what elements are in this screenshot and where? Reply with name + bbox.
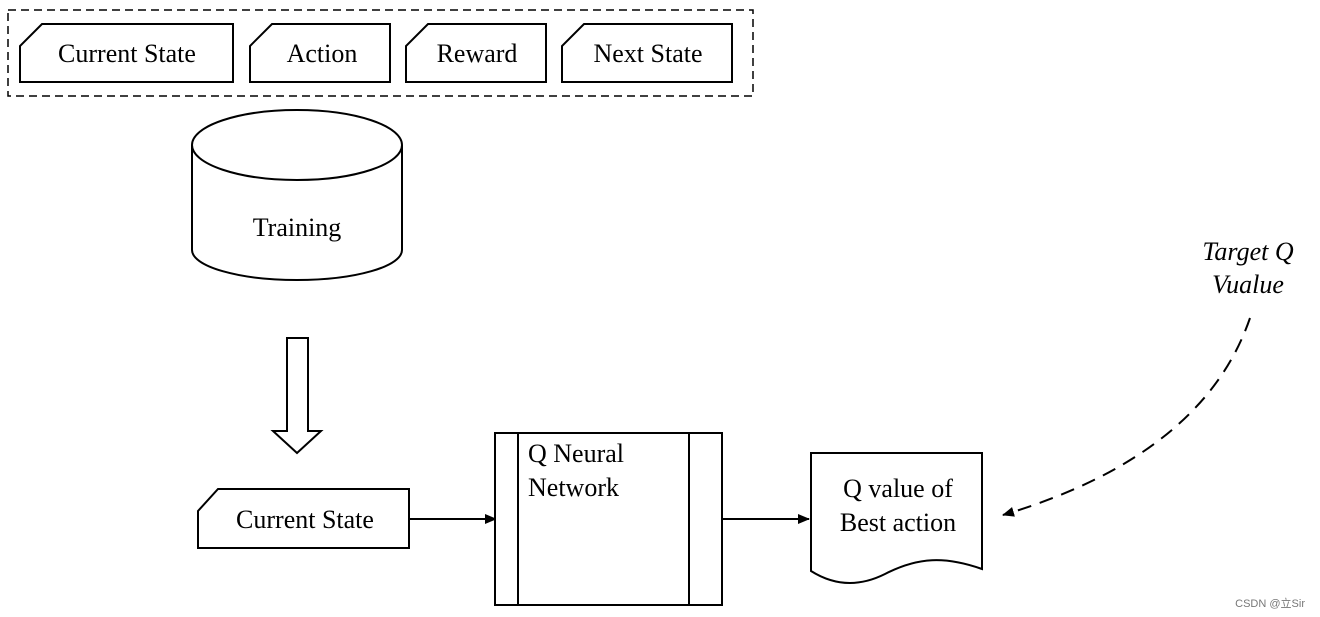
replay-item-current-state: Current State xyxy=(19,23,234,83)
training-database-cylinder: Training xyxy=(191,109,403,281)
network-label-line2: Network xyxy=(528,473,619,502)
network-label-line1: Q Neural xyxy=(528,439,624,468)
output-label-line1: Q value of xyxy=(843,474,953,503)
dashed-target-arrow xyxy=(1002,317,1251,517)
replay-item-next-state-label: Next State xyxy=(593,39,702,68)
current-state-input-label: Current State xyxy=(236,505,374,534)
watermark-text: CSDN @立Sir xyxy=(1235,596,1305,610)
replay-item-action: Action xyxy=(249,23,391,83)
target-q-label-line2: Vualue xyxy=(1212,270,1284,299)
output-label-line2: Best action xyxy=(840,508,956,537)
replay-item-current-state-label: Current State xyxy=(58,39,196,68)
q-value-document-shape: Q value of Best action xyxy=(810,452,983,584)
hollow-down-arrow-icon xyxy=(270,337,324,455)
replay-item-next-state: Next State xyxy=(561,23,733,83)
replay-item-reward: Reward xyxy=(405,23,547,83)
training-label: Training xyxy=(253,213,342,242)
replay-item-action-label: Action xyxy=(287,39,358,68)
current-state-input-shape: Current State xyxy=(197,488,410,549)
target-q-label-line1: Target Q xyxy=(1202,237,1293,266)
q-neural-network-box: Q Neural Network xyxy=(494,432,723,606)
replay-item-reward-label: Reward xyxy=(437,39,518,68)
replay-memory-group xyxy=(7,9,754,97)
